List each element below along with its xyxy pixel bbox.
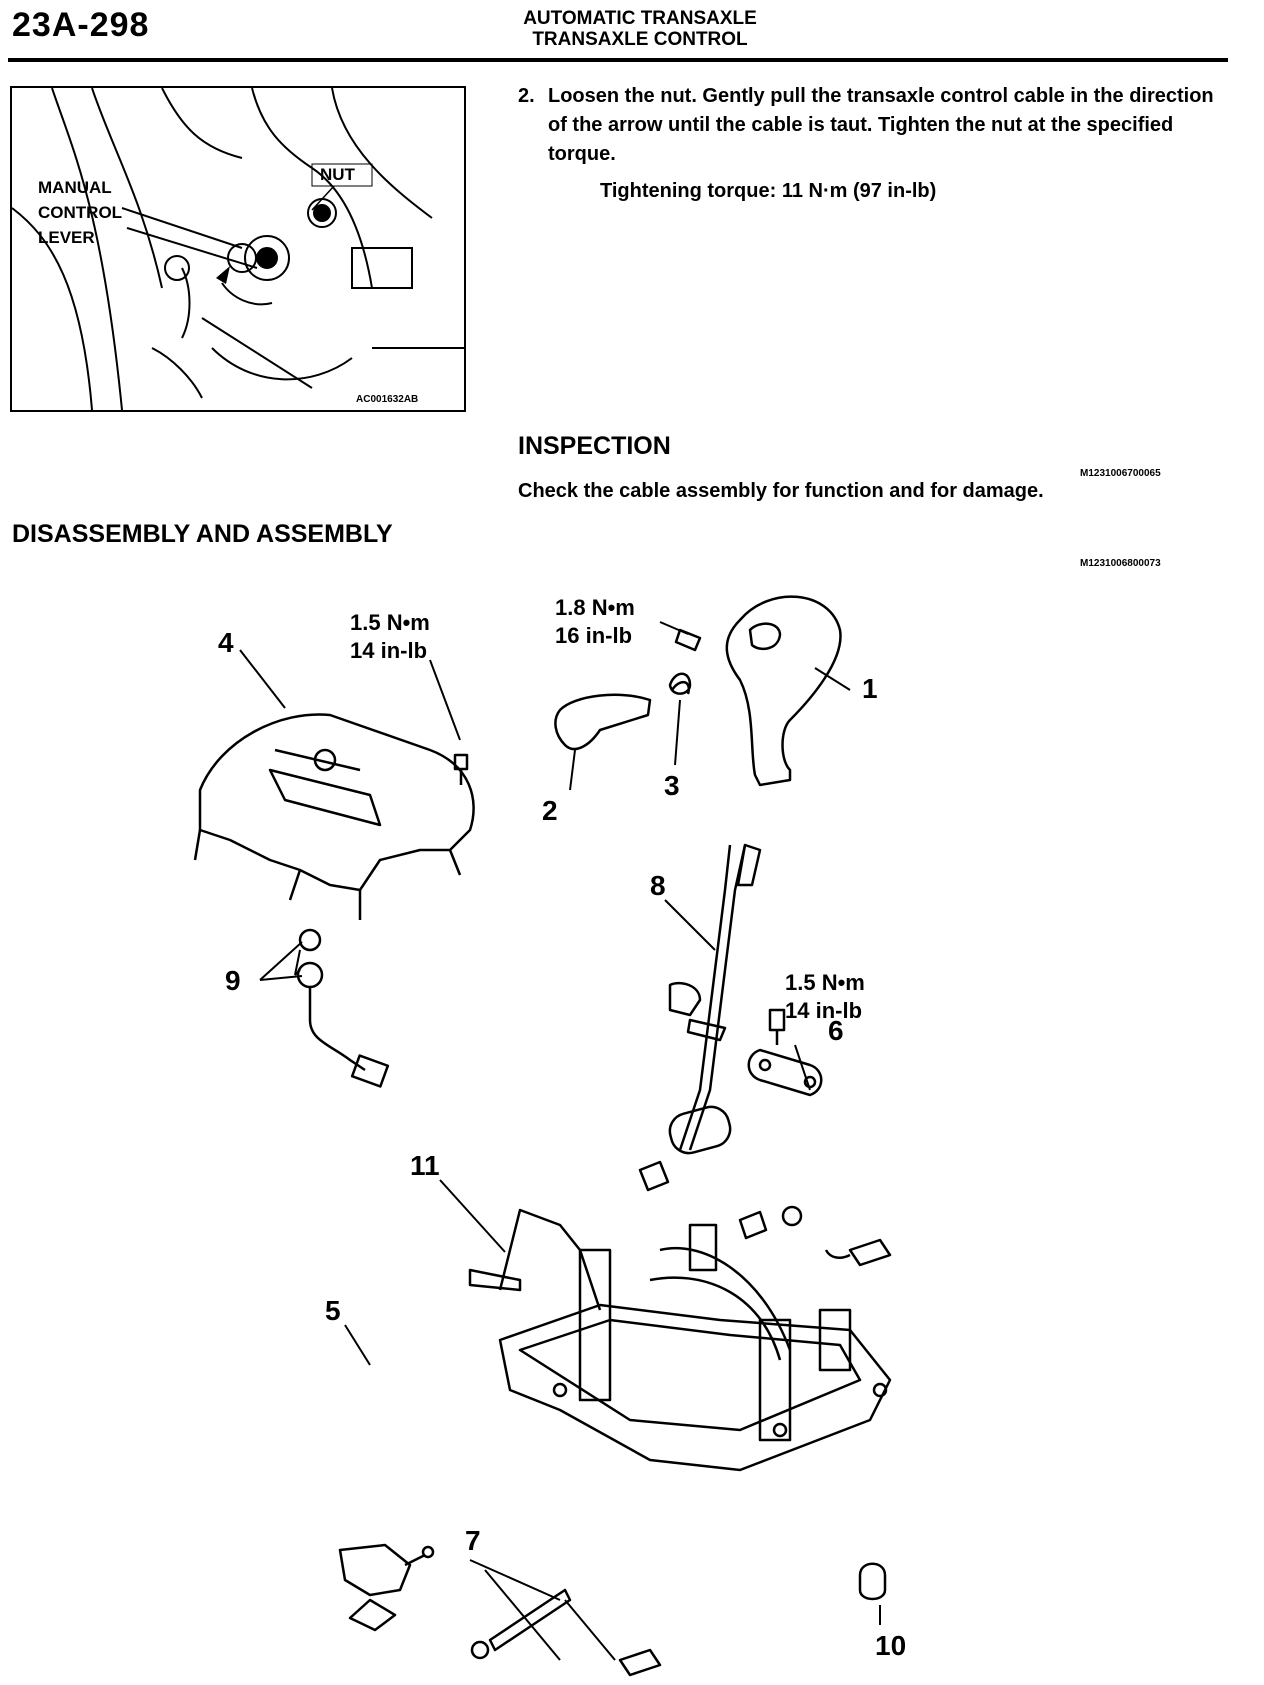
torque-6-nm: 1.5 N•m [785,970,865,995]
part-label-1: 1 [862,673,878,704]
step-2: 2. Loosen the nut. Gently pull the trans… [518,82,1218,169]
inspection-text: Check the cable assembly for function an… [518,480,1044,502]
photo-code: AC001632AB [356,394,418,405]
step-number: 2. [518,85,535,107]
part-label-11: 11 [410,1150,440,1181]
torque-4-nm: 1.5 N•m [350,610,430,635]
part-label-8: 8 [650,870,666,901]
inspection-code: M1231006700065 [1080,468,1161,479]
disassembly-code: M1231006800073 [1080,558,1161,569]
label-lever: LEVER [38,228,95,247]
page-number: 23A-298 [12,6,150,44]
part-label-4: 4 [218,627,234,658]
engine-photo: MANUAL CONTROL LEVER NUT AC001632AB [10,86,466,412]
label-manual: MANUAL [38,178,112,197]
part-label-10: 10 [875,1630,906,1661]
part-label-5: 5 [325,1295,341,1326]
disassembly-heading: DISASSEMBLY AND ASSEMBLY [12,520,393,548]
torque-1-inlb: 16 in-lb [555,623,632,648]
step-text: Loosen the nut. Gently pull the transaxl… [548,85,1214,165]
torque-6-inlb: 14 in-lb [785,998,862,1023]
torque-1-nm: 1.8 N•m [555,595,635,620]
label-nut: NUT [320,165,356,184]
label-control: CONTROL [38,203,122,222]
part-label-6: 6 [828,1015,844,1046]
part-label-3: 3 [664,770,680,801]
exploded-diagram: 1.5 N•m 14 in-lb 1.8 N•m 16 in-lb 1.5 N•… [0,590,1264,1680]
part-label-9: 9 [225,965,241,996]
inspection-heading: INSPECTION [518,432,671,460]
section-subtitle: TRANSAXLE CONTROL [532,29,748,50]
torque-4-inlb: 14 in-lb [350,638,427,663]
exploded-view: 1.5 N•m 14 in-lb 1.8 N•m 16 in-lb 1.5 N•… [193,595,906,1677]
section-title: AUTOMATIC TRANSAXLE [523,8,757,29]
tightening-torque: Tightening torque: 11 N·m (97 in-lb) [600,180,937,202]
part-label-7: 7 [465,1525,481,1556]
header-rule [8,58,1228,62]
part-label-2: 2 [542,795,558,826]
engine-illustration: MANUAL CONTROL LEVER NUT AC001632AB [12,88,464,410]
